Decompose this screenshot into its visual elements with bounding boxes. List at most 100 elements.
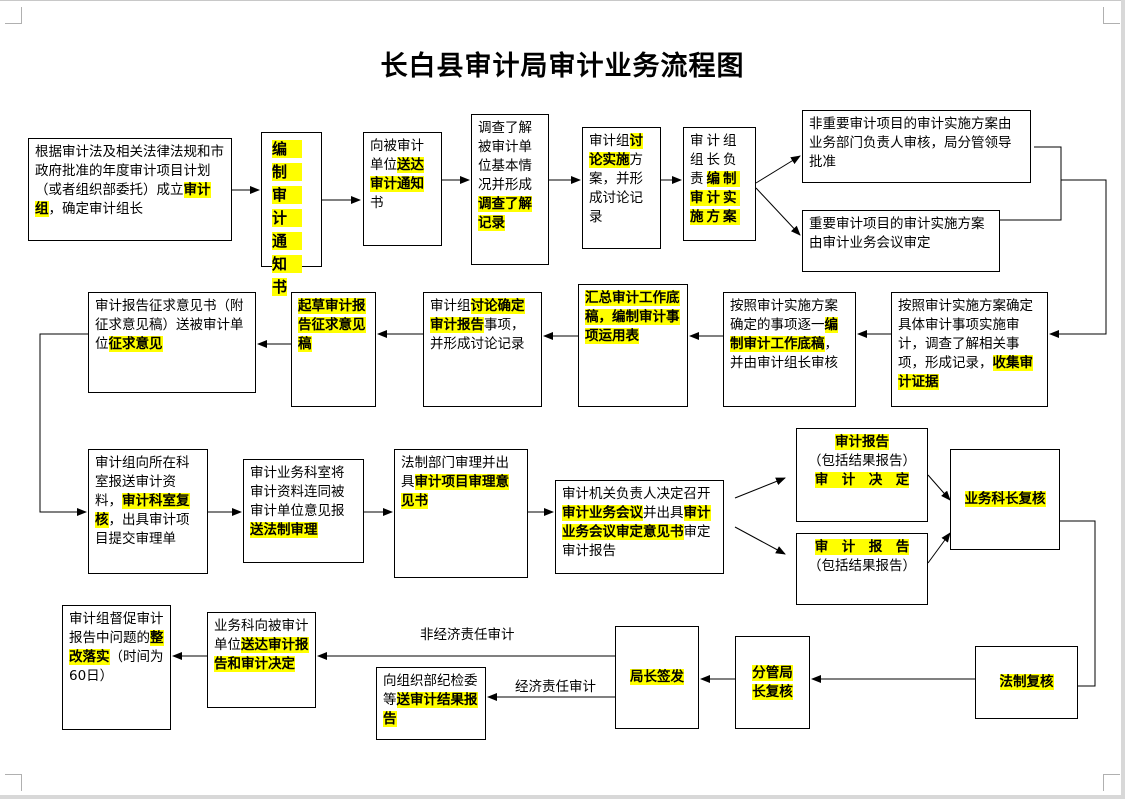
box-text: 局长签发: [630, 668, 684, 687]
box-text: 审 计 报 告 （包括结果报告）: [808, 539, 916, 574]
box-text: 汇总审计工作底稿，编制审计事项运用表: [585, 290, 680, 344]
box-investigate: 调查了解被审计单位基本情况并形成调查了解记录: [471, 114, 549, 265]
highlighted-text: 征求意见: [108, 336, 163, 352]
box-rectification: 审计组督促审计报告中问题的整改落实（时间为60日）: [62, 605, 171, 730]
box-text: 法制复核: [999, 673, 1054, 692]
box-send-result-report: 向组织部纪检委等送审计结果报告: [376, 667, 486, 740]
box-discuss-plan: 审计组讨论实施方案，并形成讨论记录: [582, 127, 661, 249]
box-text: 根据审计法及相关法律法规和市政府批准的年度审计项目计划（或者组织部委托）成立审计…: [35, 144, 224, 217]
box-legal-opinion: 法制部门审理并出具审计项目审理意见书: [394, 449, 528, 578]
highlighted-text: 审计项目审理意见书: [401, 474, 509, 509]
plain-text: 审计报告征求意见书（附征求意见稿）送被审计单位: [95, 298, 244, 352]
box-text: 审计机关负责人决定召开审计业务会议并出具审计业务会议审定意见书审定审计报告: [562, 486, 711, 559]
highlighted-text: 分管局长复核: [752, 664, 793, 700]
plain-text: 业务科向被审计单位: [214, 618, 309, 653]
box-text: 分管局长复核: [746, 664, 799, 702]
box-important-plan: 重要审计项目的审计实施方案由审计业务会议审定: [802, 210, 1000, 272]
plain-text: 审计组组长负责: [690, 133, 740, 187]
page-right-shadow: [1121, 0, 1125, 799]
arrow-b18-b20: [734, 526, 786, 555]
plain-text: 向被审计单位: [370, 138, 424, 173]
box-text: 按照审计实施方案确定的事项逐一编制审计工作底稿，并由审计组长审核: [730, 298, 838, 371]
box-summary-papers: 汇总审计工作底稿，编制审计事项运用表: [578, 284, 688, 407]
box-text: 审计报告 （包括结果报告） 审 计 决 定: [808, 434, 916, 488]
arrow-b14-b15: [39, 333, 88, 516]
highlighted-text: 起草审计报告征求意见稿: [298, 298, 366, 352]
plain-text: 方案，并形成讨论记录: [589, 152, 643, 225]
margin-corner-top-right: [1103, 7, 1120, 24]
highlighted-text: 审计业务会议: [562, 505, 643, 521]
box-text: 审计组讨论实施方案，并形成讨论记录: [589, 133, 643, 225]
plain-text: （包括结果报告）: [808, 453, 916, 469]
margin-corner-bottom-left: [5, 774, 22, 791]
diagram-title: 长白县审计局审计业务流程图: [380, 51, 745, 82]
box-text: 编 制 审 计 通 知 书: [272, 140, 303, 296]
box-implement-audit: 按照审计实施方案确定具体审计事项实施审计，调查了解相关事项，形成记录，收集审计证…: [891, 292, 1048, 407]
plain-text: 向组织部纪检委等: [383, 673, 478, 708]
box-text: 法制部门审理并出具审计项目审理意见书: [401, 455, 509, 509]
box-text: 起草审计报告征求意见稿: [298, 298, 366, 352]
plain-text: 非重要审计项目的审计实施方案由业务部门负责人审核，局分管领导批准: [809, 116, 1012, 170]
arrow-bracket-b9: [1049, 179, 1107, 338]
highlighted-text: 审 计 决 定: [814, 472, 910, 488]
box-deliver-report-decision: 业务科向被审计单位送达审计报告和审计决定: [207, 612, 316, 708]
arrow-b20-b21: [927, 532, 951, 564]
box-text: 按照审计实施方案确定具体审计事项实施审计，调查了解相关事项，形成记录，收集审计证…: [898, 298, 1033, 390]
box-text: 审计报告征求意见书（附征求意见稿）送被审计单位征求意见: [95, 298, 244, 352]
plain-text: 审计组向所在科室报送审计资料，: [95, 455, 190, 509]
plain-text: 根据审计法及相关法律法规和市政府批准的年度审计项目计划（或者组织部委托）成立: [35, 144, 224, 198]
plain-text: （时间为60日）: [69, 649, 164, 684]
highlighted-text: 调查了解记录: [478, 196, 532, 231]
arrow-b21-b22: [1060, 520, 1096, 687]
plain-text: 审计组: [430, 298, 471, 314]
highlighted-text: 送法制审理: [250, 522, 318, 538]
plain-text: ，确定审计组长: [48, 201, 144, 217]
page-top-border: [0, 0, 1125, 1]
highlighted-text: 业务科长复核: [964, 491, 1046, 507]
box-deliver-notice: 向被审计单位送达审计通知书: [363, 132, 442, 246]
arrow-b6-b7: [755, 155, 801, 184]
plain-text: ，并由审计组长审核: [730, 336, 838, 371]
box-discuss-report: 审计组讨论确定审计报告事项，并形成讨论记录: [423, 292, 542, 407]
box-section-review: 审计组向所在科室报送审计资料，审计科室复核，出具审计项目提交审理单: [88, 449, 208, 574]
box-non-important-plan: 非重要审计项目的审计实施方案由业务部门负责人审核，局分管领导批准: [802, 110, 1031, 183]
box-text: 审计组组长负责编制审计实施方案: [690, 133, 740, 225]
label-non-economic-audit: 非经济责任审计: [420, 627, 515, 643]
plain-text: 审计业务科室将审计资料连同被审计单位意见报: [250, 465, 345, 519]
bracket-b7-b8: [1000, 146, 1062, 221]
arrow-b19-b21: [927, 474, 951, 501]
box-draft-report: 起草审计报告征求意见稿: [291, 292, 376, 407]
box-section-chief-review: 业务科长复核: [950, 449, 1060, 550]
plain-text: 事项，并形成讨论记录: [430, 317, 525, 352]
box-deputy-director-review: 分管局长复核: [735, 636, 810, 729]
box-business-meeting: 审计机关负责人决定召开审计业务会议并出具审计业务会议审定意见书审定审计报告: [555, 480, 724, 574]
highlighted-text: 审计报告: [835, 434, 889, 450]
box-text: 审计组向所在科室报送审计资料，审计科室复核，出具审计项目提交审理单: [95, 455, 190, 547]
box-submit-legal-review: 审计业务科室将审计资料连同被审计单位意见报送法制审理: [243, 459, 364, 563]
plain-text: 重要审计项目的审计实施方案由审计业务会议审定: [809, 216, 985, 251]
highlighted-text: 送审计结果报告: [383, 692, 478, 727]
arrow-b18-b19: [734, 477, 786, 499]
plain-text: 审计机关负责人决定召开: [562, 486, 711, 502]
box-text: 业务科向被审计单位送达审计报告和审计决定: [214, 618, 309, 672]
label-economic-audit: 经济责任审计: [515, 679, 596, 695]
plain-text: 调查了解被审计单位基本情况并形成: [478, 120, 532, 193]
plain-text: 审定审计报告: [562, 524, 711, 559]
plain-text: 并出具: [643, 505, 684, 521]
box-text: 审计组督促审计报告中问题的整改落实（时间为60日）: [69, 611, 164, 684]
highlighted-text: 局长签发: [630, 669, 684, 685]
margin-corner-top-left: [5, 7, 22, 24]
arrow-b6-b8: [755, 187, 801, 236]
box-audit-report: 审 计 报 告 （包括结果报告）: [796, 533, 928, 605]
highlighted-text: 法制复核: [999, 674, 1054, 690]
plain-text: 书: [370, 195, 384, 211]
box-text: 非重要审计项目的审计实施方案由业务部门负责人审核，局分管领导批准: [809, 116, 1012, 170]
box-text: 调查了解被审计单位基本情况并形成调查了解记录: [478, 120, 532, 231]
highlighted-text: 汇总审计工作底稿，编制审计事项运用表: [585, 290, 680, 344]
box-working-papers: 按照审计实施方案确定的事项逐一编制审计工作底稿，并由审计组长审核: [723, 292, 856, 407]
box-legal-recheck: 法制复核: [975, 646, 1078, 719]
highlighted-text: 审 计 报 告: [814, 539, 910, 555]
plain-text: 按照审计实施方案确定具体审计事项实施审计，调查了解相关事项，形成记录，: [898, 298, 1033, 371]
box-prepare-notice: 编 制 审 计 通 知 书: [261, 132, 322, 296]
